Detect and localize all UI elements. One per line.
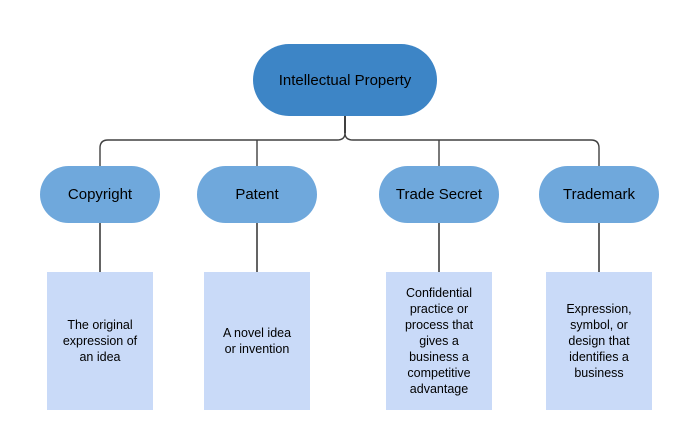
description-box-trademark: Expression, symbol, or design that ident…: [546, 272, 652, 410]
branch-rail-right: [344, 132, 600, 166]
branch-node-label: Copyright: [67, 186, 133, 203]
branch-node-trade-secret: Trade Secret: [379, 166, 499, 223]
description-text: Expression, symbol, or design that ident…: [566, 302, 632, 380]
branch-node-copyright: Copyright: [40, 166, 160, 223]
branch-node-label: Trademark: [563, 186, 635, 203]
description-box-patent: A novel idea or invention: [204, 272, 310, 410]
description-text: Confidential practice or process that gi…: [404, 286, 474, 396]
root-node-intellectual-property: Intellectual Property: [253, 44, 437, 116]
root-node-label: Intellectual Property: [278, 71, 412, 89]
branch-rail-left: [99, 132, 346, 166]
branch-node-patent: Patent: [197, 166, 317, 223]
description-text: The original expression of an idea: [62, 318, 138, 364]
description-text: A novel idea or invention: [222, 326, 292, 356]
description-box-trade-secret: Confidential practice or process that gi…: [386, 272, 492, 410]
branch-node-trademark: Trademark: [539, 166, 659, 223]
description-box-copyright: The original expression of an idea: [47, 272, 153, 410]
branch-node-label: Trade Secret: [395, 186, 483, 203]
branch-node-label: Patent: [235, 186, 279, 203]
